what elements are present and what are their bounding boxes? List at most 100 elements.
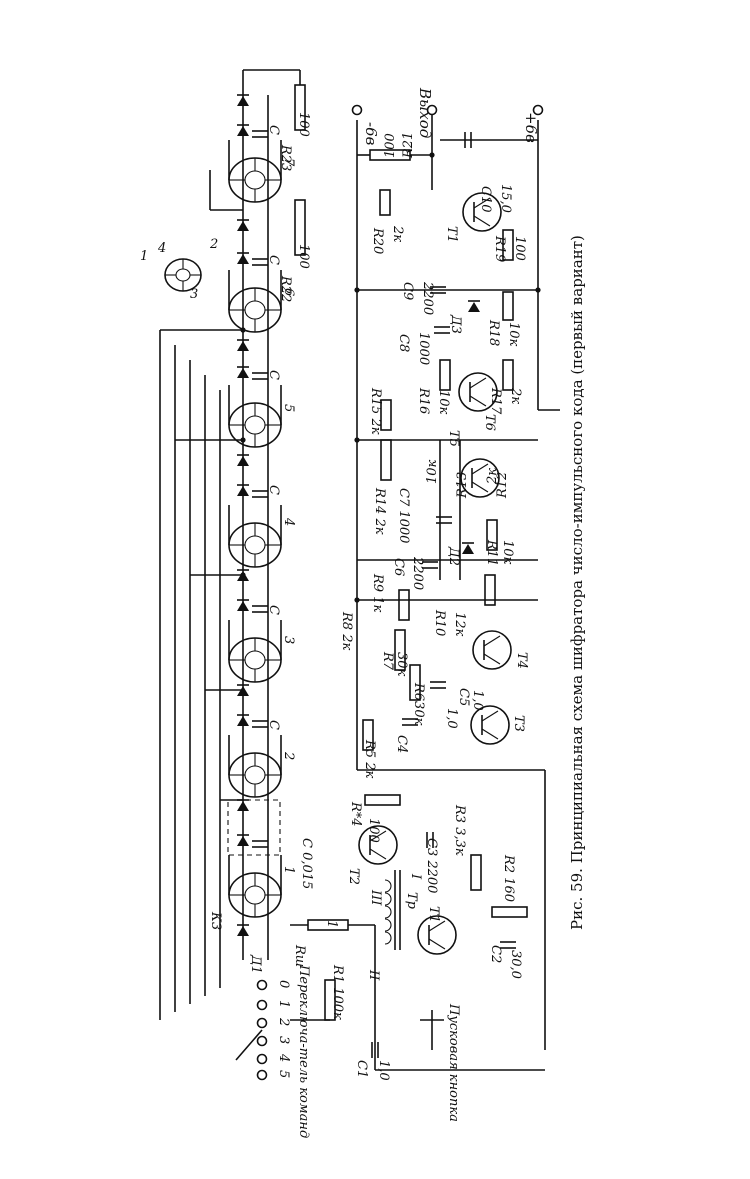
r23-value: 100	[296, 112, 311, 137]
magnetic-core-3	[244, 650, 266, 670]
r22-label: R22	[278, 275, 293, 302]
resistor-r15	[380, 399, 392, 431]
c8-value: 1000	[416, 332, 431, 365]
figure-caption: Рис. 59. Принципиальная схема шифратора …	[568, 235, 586, 930]
r15-label: R15 2к	[368, 387, 383, 435]
resistor-r4	[364, 794, 401, 806]
magnetic-core-5	[228, 402, 282, 448]
r5-label: R5 2к	[362, 739, 377, 778]
r21-label: R21	[401, 132, 416, 159]
column-diode-b-2	[237, 686, 249, 696]
t5-label: Т5	[446, 430, 461, 447]
resistor-r6	[409, 664, 421, 701]
switch-pos-1: 1	[276, 1000, 291, 1008]
transistor-t6	[469, 395, 487, 407]
magnetic-core-5	[244, 415, 266, 435]
r7-label: R7	[380, 651, 395, 671]
transistor-t1b	[462, 192, 502, 232]
k3-label: К3	[208, 911, 223, 930]
r6-label: R630к	[411, 682, 426, 726]
magnetic-core-7	[244, 170, 266, 190]
magnetic-core-6	[244, 300, 266, 320]
junction-dot	[354, 597, 360, 603]
transistor-t4	[483, 653, 501, 665]
r12-value: 2к	[485, 468, 500, 485]
resistor-r14	[380, 439, 392, 481]
r4-value: 100	[366, 818, 381, 843]
transistor-t1a	[428, 920, 446, 932]
resistor-r5	[362, 719, 374, 751]
component-symbols	[164, 84, 544, 1081]
switch-terminal-4	[256, 1053, 268, 1065]
r21-value: 100	[383, 133, 398, 158]
magnetic-core-3	[228, 637, 282, 683]
diode-d3	[468, 302, 480, 312]
terminal-minus6	[351, 104, 363, 116]
switch-pos-4: 4	[276, 1053, 291, 1062]
pin-label-2: 2	[209, 237, 218, 252]
column-diode-3	[237, 601, 249, 611]
r3-label: R3 3,3к	[452, 804, 467, 856]
switch-wiper	[235, 1029, 263, 1061]
terminal-plus6	[532, 104, 544, 116]
transistor-t3	[470, 705, 510, 745]
transistor-t2	[358, 825, 398, 865]
column-diode-b-5	[237, 341, 249, 351]
c7-label: С7 1000	[396, 488, 411, 543]
t1a-label: Т1	[426, 906, 441, 923]
stage-number-6: 6	[281, 288, 296, 296]
transistor-t3	[481, 728, 499, 740]
resistor-r16	[439, 359, 451, 391]
r1-label: R1 100к	[330, 964, 345, 1020]
r20-value: 2к	[390, 225, 405, 242]
r14-label: R14 2к	[372, 487, 387, 535]
transistor-t6	[469, 377, 487, 389]
c0-label: С 0,015	[299, 838, 314, 889]
pinout-core	[164, 258, 202, 292]
transistor-t5	[471, 481, 489, 493]
pin-label-4: 4	[157, 241, 166, 256]
stage-number-3: 3	[281, 636, 296, 644]
column-diode-1	[237, 836, 249, 846]
magnetic-core-2	[244, 765, 266, 785]
cap-label-c-4: С	[266, 485, 281, 495]
transistor-t4	[472, 630, 512, 670]
magnetic-core-4	[244, 535, 266, 555]
stage-number-2: 2	[281, 751, 296, 760]
junction-dot	[240, 327, 246, 333]
resistor-r23	[294, 84, 306, 131]
resistor-r1	[324, 979, 336, 1021]
r2-label: R2 160	[501, 854, 516, 902]
switch-title: Переключа-тель команд	[296, 964, 311, 1138]
switch-pos-0: 0	[276, 980, 291, 988]
transistor-t1a	[428, 938, 446, 950]
column-diode-b-6	[237, 221, 249, 231]
rsh-value: 1	[324, 920, 339, 928]
t6-label: Т6	[482, 414, 497, 431]
cap-label-c-2: С	[266, 720, 281, 730]
r20-label: R20	[370, 227, 385, 254]
r19-value: 100	[512, 236, 527, 261]
junction-dot	[240, 437, 246, 443]
rsh-label: Rш	[292, 944, 307, 967]
junction-dot	[354, 287, 360, 293]
cap-label-c-7: С	[266, 125, 281, 135]
c2-label: С2	[488, 945, 503, 963]
r8-label: R8 2к	[339, 611, 354, 650]
c4-value: 1,0	[444, 708, 459, 729]
c2-value: 30,0	[508, 950, 523, 979]
r22-value: 100	[296, 244, 311, 269]
column-diode-6	[237, 254, 249, 264]
coil-iii-label: III	[368, 889, 383, 906]
switch-terminal-0	[256, 979, 268, 991]
resistor-r7	[394, 629, 406, 671]
r16-value: 10к	[436, 390, 451, 415]
c1-label: С1	[354, 1060, 369, 1078]
t1b-label: Т1	[444, 226, 459, 243]
column-diode-2	[237, 716, 249, 726]
column-diode-5	[237, 368, 249, 378]
resistor-r17	[502, 359, 514, 391]
terminal-output-label: Выход	[416, 87, 434, 138]
